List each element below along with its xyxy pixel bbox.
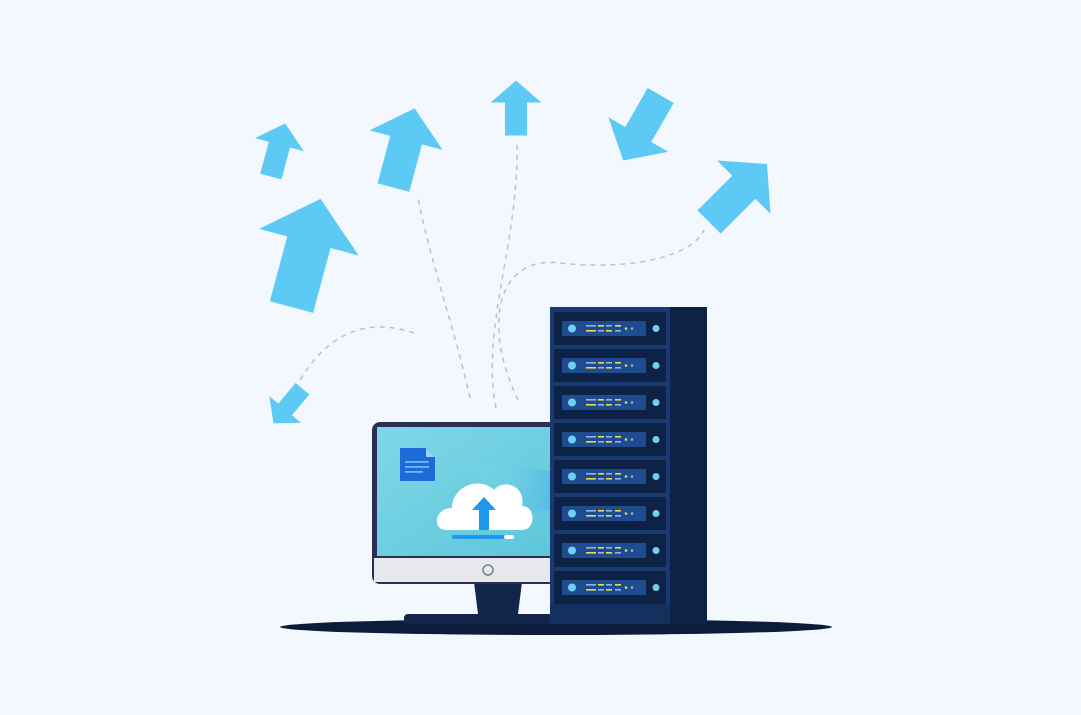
monitor-chin [374,558,570,582]
arrow-down-icon [257,375,319,437]
server-unit [554,423,666,456]
server-rack-icon [550,307,707,624]
floating-arrows [241,78,794,437]
rack-side [669,307,707,624]
server-status-light [652,473,660,480]
server-status-light [652,436,660,443]
arrow-up-icon [490,80,542,136]
server-led [568,398,576,407]
server-status-light [652,510,660,517]
arrow-down-icon [593,78,691,178]
rack-units [554,312,666,604]
document-icon [400,448,435,481]
arrow-up-icon [682,137,794,249]
server-led [568,583,576,592]
trail-center-left [417,197,471,399]
monitor-icon [372,422,572,624]
server-unit [554,460,666,493]
server-status-light [652,547,660,554]
arrow-up-icon [241,185,371,321]
arrow-up-icon [356,98,452,198]
server-unit [554,386,666,419]
dashed-trails [299,139,705,409]
server-status-light [652,362,660,369]
server-led [568,435,576,444]
trail-right-curve [497,229,705,401]
upload-arrow [472,497,496,530]
server-status-light [652,399,660,406]
monitor-power-button [482,564,494,576]
server-unit [554,571,666,604]
server-unit [554,349,666,382]
trail-center [491,139,518,409]
server-led [568,509,576,518]
cloud-upload-icon [436,483,533,539]
monitor-stand [474,582,522,614]
server-unit [554,497,666,530]
arrow-up-icon [246,116,310,184]
trail-left-down [299,326,415,381]
rack-base [550,604,670,624]
monitor-base [404,614,554,624]
server-unit [554,534,666,567]
server-led [568,546,576,555]
upload-progress-bar [452,535,514,539]
server-led [568,472,576,481]
server-led [568,361,576,370]
server-status-light [652,584,660,591]
server-led [568,324,576,333]
server-status-light [652,325,660,332]
server-unit [554,312,666,345]
